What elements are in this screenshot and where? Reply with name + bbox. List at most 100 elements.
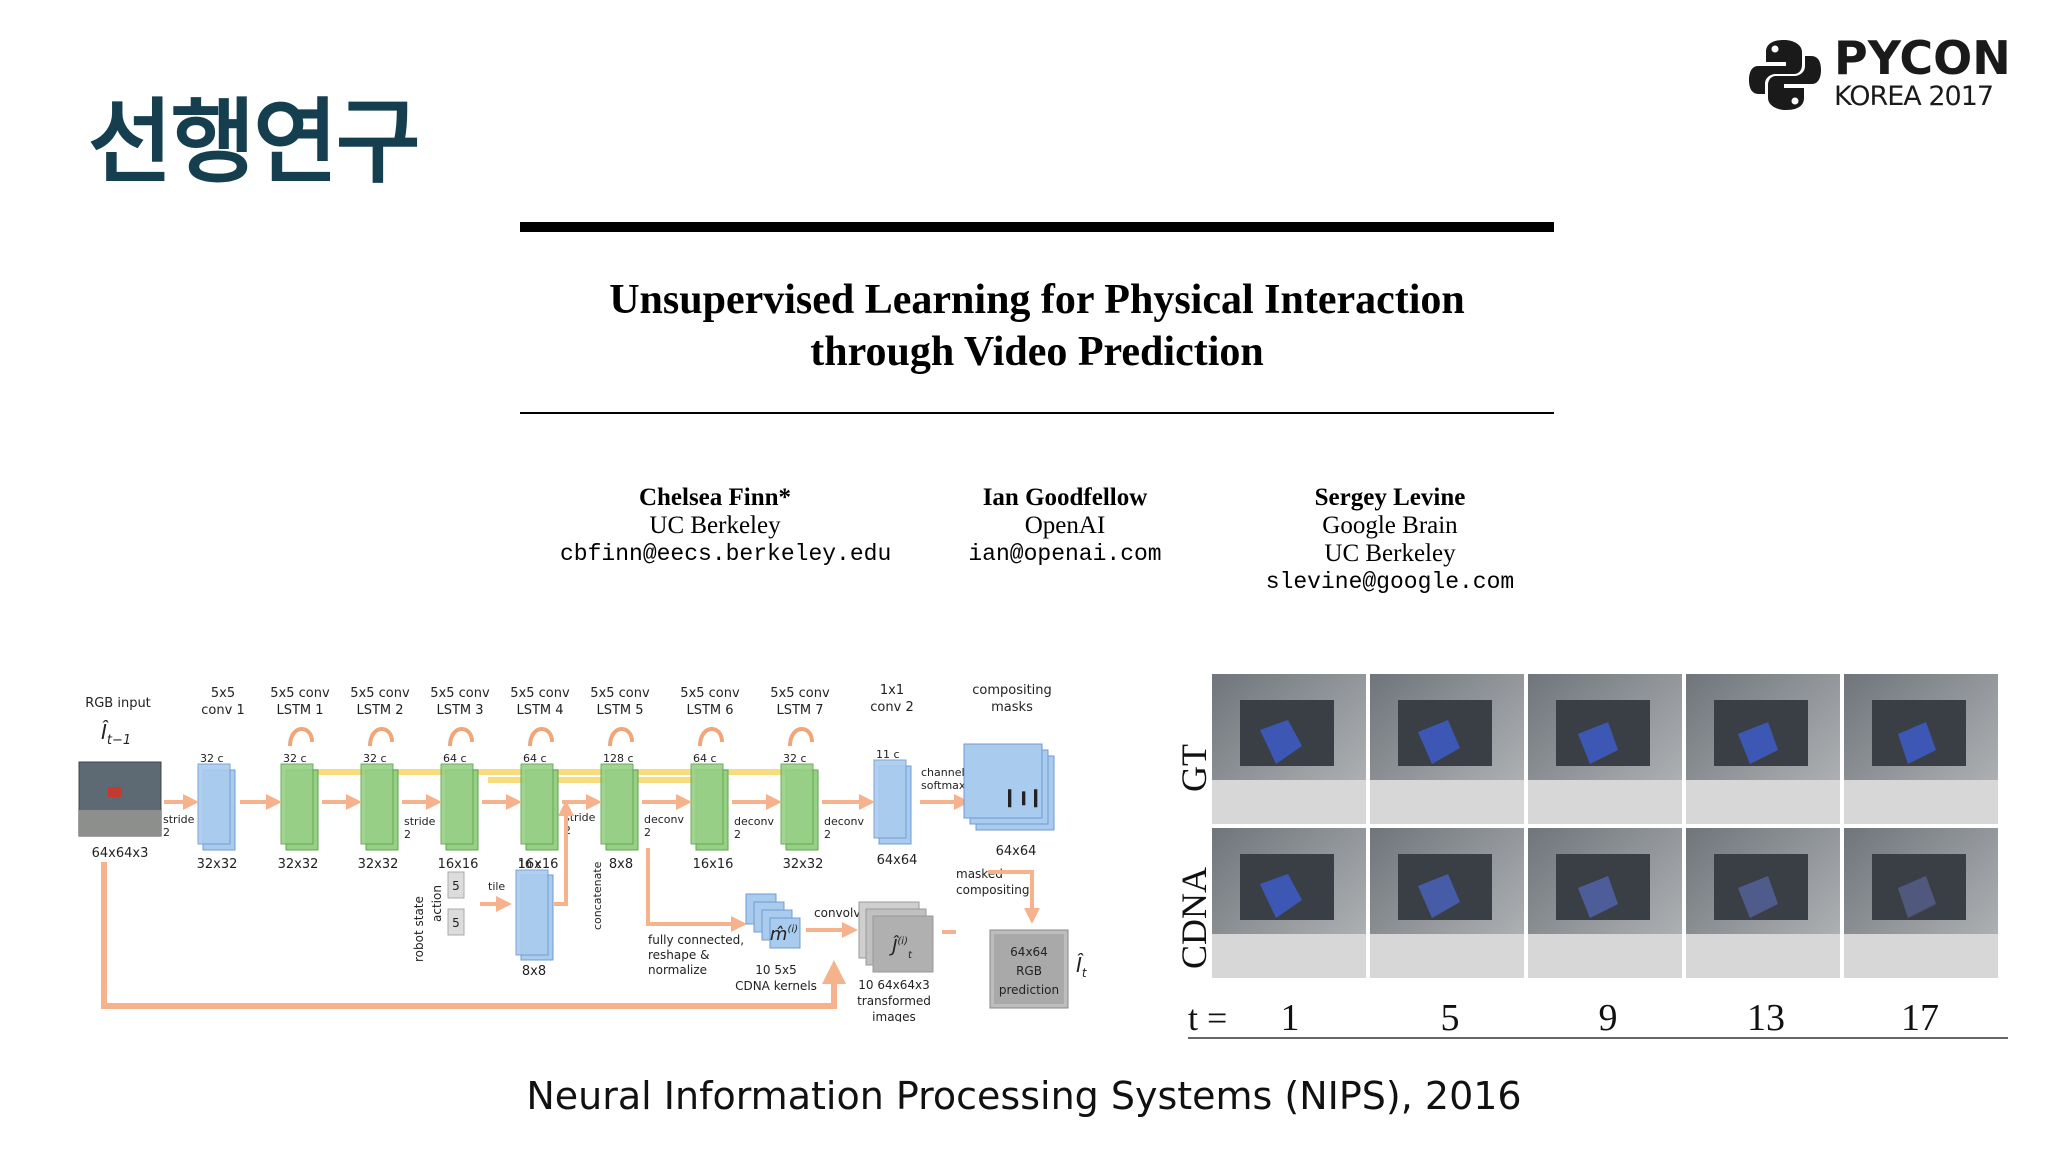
- svg-text:2: 2: [824, 828, 831, 841]
- svg-text:32x32: 32x32: [783, 857, 824, 872]
- svg-text:64 c: 64 c: [693, 752, 717, 765]
- svg-text:10 64x64x3: 10 64x64x3: [858, 978, 929, 992]
- svg-text:LSTM 7: LSTM 7: [776, 703, 823, 718]
- logo-wordmark: PYCON: [1834, 31, 2011, 85]
- author-affiliation: UC Berkeley: [649, 512, 781, 539]
- timestep-label: t =: [1188, 998, 1227, 1038]
- svg-text:conv 2: conv 2: [870, 700, 913, 715]
- stage-header-6: 5x5 conv LSTM 5: [590, 686, 650, 718]
- author-name: Chelsea Finn*: [638, 484, 792, 511]
- cdna-frame-4: [1686, 828, 1840, 978]
- timestep-17: 17: [1901, 997, 1939, 1039]
- author-email: ian@openai.com: [968, 541, 1162, 567]
- svg-text:2: 2: [644, 826, 651, 839]
- stage-header-9: 1x1 conv 2: [870, 683, 913, 715]
- stage-block-7: 64 c 16x16: [690, 752, 734, 872]
- author-email: slevine@google.com: [1265, 569, 1515, 595]
- paper-title-line2: through Video Prediction: [810, 329, 1264, 375]
- svg-text:5x5 conv: 5x5 conv: [680, 686, 740, 701]
- svg-text:Ξ: Ξ: [998, 785, 1044, 810]
- svg-text:128 c: 128 c: [603, 752, 634, 765]
- svg-text:action: action: [430, 885, 444, 922]
- stage-block-9: 11 c 64x64: [873, 748, 918, 868]
- input-label: RGB input: [85, 696, 151, 711]
- svg-text:Ĵ(i)t: Ĵ(i)t: [889, 936, 913, 961]
- svg-text:convolve: convolve: [814, 906, 868, 920]
- paper-header: Unsupervised Learning for Physical Inter…: [520, 222, 1554, 610]
- slide-title: 선행연구: [88, 89, 421, 196]
- svg-text:deconv: deconv: [824, 815, 864, 828]
- svg-text:prediction: prediction: [999, 983, 1059, 997]
- input-symbol: Ît−1: [101, 720, 131, 748]
- stage-header-5: 5x5 conv LSTM 4: [510, 686, 570, 718]
- author-name: Sergey Levine: [1314, 484, 1466, 511]
- svg-text:5x5 conv: 5x5 conv: [510, 686, 570, 701]
- svg-text:stride: stride: [564, 811, 596, 824]
- stage-block-4: 64 c 16x16: [438, 752, 479, 872]
- svg-text:LSTM 2: LSTM 2: [356, 703, 403, 718]
- compositing-header: compositing masks: [972, 683, 1052, 715]
- deconv-label-3: deconv 2: [824, 815, 864, 841]
- svg-text:LSTM 1: LSTM 1: [276, 703, 323, 718]
- svg-text:conv 1: conv 1: [201, 703, 244, 718]
- svg-text:10 c: 10 c: [518, 858, 542, 871]
- feedback-loop: [101, 862, 846, 1009]
- input-image-object: [108, 787, 122, 797]
- stage-header-2: 5x5 conv LSTM 1: [270, 686, 330, 718]
- svg-text:deconv: deconv: [734, 815, 774, 828]
- author-finn: Chelsea Finn* UC Berkeley cbfinn@eecs.be…: [560, 484, 891, 568]
- stage-block-6: 128 c 8x8: [600, 752, 639, 872]
- cdna-frame-3: [1528, 828, 1682, 978]
- svg-text:channel: channel: [921, 766, 965, 779]
- gt-frame-4: [1686, 674, 1840, 824]
- svg-text:8x8: 8x8: [609, 857, 633, 872]
- softmax-label: channel softmax: [921, 766, 966, 792]
- concatenate-label: concatenate: [591, 861, 604, 930]
- svg-text:robot state: robot state: [412, 896, 426, 962]
- paper-title: Unsupervised Learning for Physical Inter…: [520, 274, 1554, 378]
- svg-text:2: 2: [163, 826, 170, 839]
- stage-block-1: 32 c 32x32: [197, 752, 238, 872]
- stride-label-3: stride 2: [564, 811, 596, 837]
- cdna-frame-1: [1212, 828, 1366, 978]
- title-rule-bottom: [520, 412, 1554, 414]
- cdna-frame-2: [1370, 828, 1524, 978]
- svg-text:11 c: 11 c: [876, 748, 900, 761]
- stage-header-7: 5x5 conv LSTM 6: [680, 686, 740, 718]
- svg-text:2: 2: [404, 828, 411, 841]
- svg-text:stride: stride: [163, 813, 195, 826]
- svg-text:32x32: 32x32: [358, 857, 399, 872]
- svg-text:Ît: Ît: [1076, 953, 1088, 980]
- gt-frame-5: [1844, 674, 1998, 824]
- row-label-gt: GT: [1174, 744, 1214, 792]
- input-image-floor: [79, 810, 161, 836]
- rgb-prediction: 64x64 RGB prediction Ît: [989, 929, 1088, 1009]
- stage-block-5: 64 c 16x16: [518, 752, 559, 872]
- svg-text:5x5 conv: 5x5 conv: [590, 686, 650, 701]
- svg-text:fully connected,: fully connected,: [648, 933, 744, 947]
- svg-text:64 c: 64 c: [443, 752, 467, 765]
- svg-text:5x5 conv: 5x5 conv: [350, 686, 410, 701]
- svg-text:16x16: 16x16: [438, 857, 479, 872]
- architecture-diagram: RGB input Ît−1 64x64x3 5x5 conv 1 5x5 co…: [76, 672, 1110, 1024]
- author-affiliation: Google Brain: [1322, 512, 1458, 539]
- svg-text:64x64: 64x64: [877, 853, 918, 868]
- svg-text:5: 5: [452, 879, 460, 893]
- gt-frame-2: [1370, 674, 1524, 824]
- svg-text:16x16: 16x16: [693, 857, 734, 872]
- stride-label-1: stride 2: [163, 813, 195, 839]
- svg-text:deconv: deconv: [644, 813, 684, 826]
- deconv-label-2: deconv 2: [734, 815, 774, 841]
- row-label-cdna: CDNA: [1174, 867, 1214, 969]
- svg-text:compositing: compositing: [972, 683, 1052, 698]
- tile-block: 10 c 8x8: [515, 800, 574, 979]
- gt-frame-3: [1528, 674, 1682, 824]
- timestep-5: 5: [1441, 997, 1460, 1039]
- fc-branch: fully connected, reshape & normalize: [646, 848, 747, 977]
- stage-header-4: 5x5 conv LSTM 3: [430, 686, 490, 718]
- author-affiliation: OpenAI: [1024, 512, 1106, 539]
- logo-subtitle: KOREA 2017: [1834, 81, 1994, 112]
- svg-text:LSTM 5: LSTM 5: [596, 703, 643, 718]
- svg-text:64x64: 64x64: [1010, 945, 1048, 959]
- svg-text:masks: masks: [991, 700, 1033, 715]
